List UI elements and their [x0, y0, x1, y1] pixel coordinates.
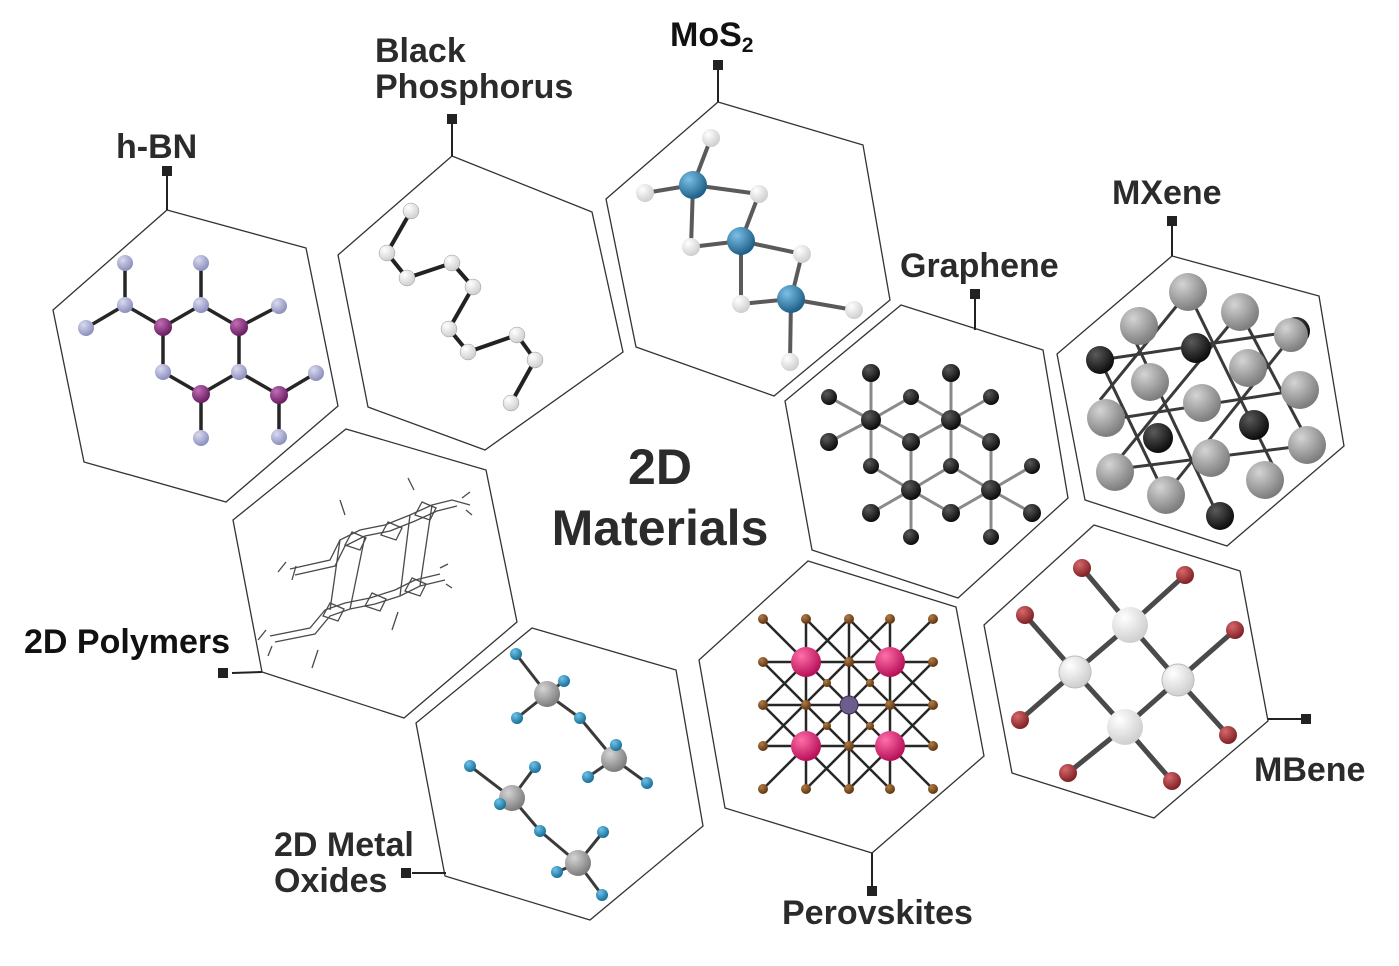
hbn-atoms [78, 255, 324, 446]
label-graphene: Graphene [900, 247, 1059, 285]
label-hbn: h-BN [116, 128, 198, 166]
mbene-hexagon [983, 524, 1269, 819]
phosphorus-chain [385, 210, 537, 404]
label-black-phosphorus: Black Phosphorus [375, 32, 574, 106]
metal-oxides-hexagon [415, 627, 704, 921]
graphene-hexagon [784, 304, 1069, 599]
mbene-panel [983, 524, 1311, 819]
perovskites-panel [698, 560, 985, 896]
center-title: 2D Materials [530, 437, 790, 559]
hbn-panel [52, 166, 339, 503]
perovskite-x-atoms [758, 614, 938, 794]
center-title-line2: Materials [551, 500, 769, 556]
label-black-phosphorus-line2: Phosphorus [375, 67, 574, 106]
phosphorus-atoms [378, 202, 544, 412]
perovskite-b-atom [839, 695, 859, 715]
center-title-line1: 2D [628, 439, 692, 495]
hbn-hexagon [52, 209, 339, 503]
mos2-atoms [636, 129, 863, 371]
mbene-atoms [1011, 559, 1244, 790]
graphene-atoms [820, 364, 1041, 545]
mxene-panel [1056, 216, 1345, 547]
label-mos2-main: MoS [670, 16, 742, 54]
label-mxene: MXene [1112, 174, 1222, 212]
black-phosphorus-hexagon [337, 155, 624, 451]
mxene-atoms [1086, 273, 1326, 530]
polymer-framework [257, 477, 473, 669]
label-2d-metal-oxides: 2D Metal Oxides [274, 826, 414, 900]
label-perovskites: Perovskites [782, 894, 973, 932]
label-black-phosphorus-line1: Black [375, 32, 466, 70]
label-mos2-subscript: 2 [741, 33, 754, 57]
label-metal-oxides-line1: 2D Metal [274, 826, 414, 864]
mos2-panel [605, 60, 891, 397]
polymers-panel [218, 428, 518, 719]
metal-oxides-panel [401, 627, 704, 921]
label-2d-polymers: 2D Polymers [24, 623, 230, 661]
black-phosphorus-panel [337, 114, 624, 451]
graphene-panel [784, 289, 1069, 599]
metal-oxides-atoms [464, 648, 653, 901]
label-mbene: MBene [1254, 751, 1366, 789]
label-mos2: MoS2 [670, 16, 754, 57]
perovskite-a-atoms [791, 647, 905, 761]
label-metal-oxides-line2: Oxides [274, 861, 388, 900]
